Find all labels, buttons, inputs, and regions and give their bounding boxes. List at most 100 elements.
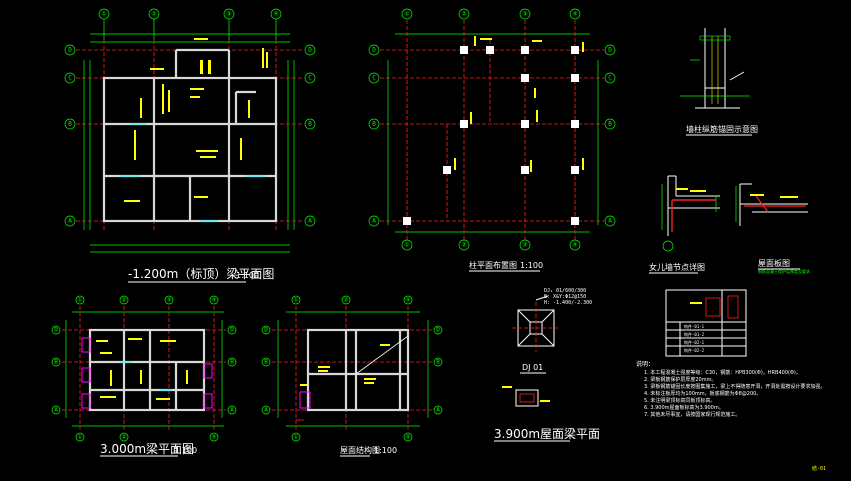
plan4-title: 屋面结构图 bbox=[340, 445, 380, 455]
axis-label: D bbox=[54, 327, 58, 334]
axis-label: ① bbox=[404, 11, 409, 18]
notes-heading: 说明： bbox=[636, 360, 654, 368]
plan2-columns bbox=[403, 46, 579, 225]
axis-label: ④ bbox=[211, 297, 216, 304]
axis-label: B bbox=[608, 121, 612, 128]
axis-label: A bbox=[436, 407, 440, 414]
note-line: 1. 本工程混凝土强度等级：C30，钢筋：HPB300(Φ)，HRB400(Φ)… bbox=[644, 369, 801, 376]
axis-label: ① bbox=[404, 242, 409, 249]
plan-3-beam-layout: ① ② ③ ④ ① ② ④ D B A D B A bbox=[51, 295, 237, 457]
footing-label: DJ 01 bbox=[522, 363, 543, 372]
rebar-table: 构件-01-1 构件-01-2 构件-02-1 构件-02-2 bbox=[665, 289, 747, 357]
axis-label: D bbox=[372, 47, 376, 54]
plan3-title: 3.000m梁平面图 bbox=[100, 441, 194, 456]
plan2-scale: 1:100 bbox=[520, 261, 543, 270]
note-line: 2. 梁板钢筋保护层厚度20mm。 bbox=[644, 376, 716, 383]
detail-1-column-anchorage: 墙柱纵筋锚固示意图 bbox=[680, 28, 758, 136]
footing-spec-1: DJ₁ 01/600/300 bbox=[544, 288, 586, 294]
axis-label: B bbox=[68, 121, 72, 128]
detail2-title: 女儿墙节点详图 bbox=[649, 262, 705, 272]
axis-label: ① bbox=[77, 434, 82, 441]
detail-2-parapet: 女儿墙节点详图 bbox=[649, 175, 720, 274]
axis-label: A bbox=[68, 218, 72, 225]
axis-label: ① bbox=[293, 434, 298, 441]
axis-label: ② bbox=[461, 242, 466, 249]
axis-label: ④ bbox=[405, 434, 410, 441]
axis-label: B bbox=[372, 121, 376, 128]
table-row: 构件-01-2 bbox=[684, 331, 705, 337]
axis-label: ④ bbox=[273, 11, 278, 18]
axis-label: ③ bbox=[166, 297, 171, 304]
detail3-title: 屋面板图 bbox=[758, 258, 790, 268]
footing-spec-3: H: -1.400/-2.300 bbox=[544, 300, 592, 306]
axis-label: C bbox=[608, 75, 612, 82]
detail-3-roof-slab: 屋面板图 钢筋混凝土保护层厚度及要求 bbox=[735, 183, 810, 274]
plan-1-beam-layout: ① ② ③ ④ D C B A D C B A bbox=[64, 8, 316, 283]
plan4-annotations bbox=[300, 344, 390, 386]
table-row: 构件-02-1 bbox=[684, 339, 705, 345]
footing-spec-2: B: X&Y:Φ12@150 bbox=[544, 294, 586, 300]
axis-label: D bbox=[68, 47, 72, 54]
axis-label: A bbox=[54, 407, 58, 414]
axis-label: ② bbox=[461, 11, 466, 18]
plan1-scale: 1:100 bbox=[236, 271, 259, 280]
axis-label: ② bbox=[121, 434, 126, 441]
page-number: 结-01 bbox=[812, 465, 826, 472]
axis-label: ① bbox=[77, 297, 82, 304]
plan-2-column-layout: ① ② ③ ④ ① ② ③ ④ D C B A D C B A bbox=[368, 8, 616, 272]
axis-label: B bbox=[54, 359, 58, 366]
axis-label: B bbox=[436, 359, 440, 366]
axis-label: ④ bbox=[572, 11, 577, 18]
general-notes: 说明： 1. 本工程混凝土强度等级：C30，钢筋：HPB300(Φ)，HRB40… bbox=[636, 360, 825, 418]
detail3-note: 钢筋混凝土保护层厚度及要求 bbox=[758, 268, 810, 274]
axis-label: C bbox=[308, 75, 312, 82]
plan3-annotations bbox=[96, 338, 188, 400]
plan1-annotations bbox=[124, 38, 268, 202]
plan1-title: -1.200m（标顶）梁平面图 bbox=[128, 266, 274, 281]
axis-label: A bbox=[264, 407, 268, 414]
footing-dj01-detail: DJ₁ 01/600/300 B: X&Y:Φ12@150 H: -1.400/… bbox=[512, 288, 592, 374]
axis-label: A bbox=[372, 218, 376, 225]
table-row: 构件-01-1 bbox=[684, 323, 705, 329]
note-line: 5. 未注明梁顶标高同板顶标高。 bbox=[644, 397, 715, 404]
plan3-scale: 1:100 bbox=[174, 446, 197, 455]
note-line: 3. 梁板钢筋锚固长度按图集施工，梁上不得随意开洞，开洞处需按设计要求加强。 bbox=[644, 383, 825, 390]
plan1-top-axes: ① ② ③ ④ bbox=[98, 8, 282, 40]
axis-label: ③ bbox=[522, 242, 527, 249]
detail1-title: 墙柱纵筋锚固示意图 bbox=[686, 124, 758, 134]
axis-label: D bbox=[308, 47, 312, 54]
note-line: 6. 3.900m屋面板标高为3.900m。 bbox=[644, 404, 724, 411]
axis-label: ④ bbox=[405, 297, 410, 304]
plan2-title: 柱平面布置图 bbox=[469, 260, 517, 270]
axis-label: ④ bbox=[211, 434, 216, 441]
axis-label: ③ bbox=[226, 11, 231, 18]
axis-label: ④ bbox=[572, 242, 577, 249]
axis-label: ② bbox=[121, 297, 126, 304]
axis-label: C bbox=[372, 75, 376, 82]
axis-label: A bbox=[308, 218, 312, 225]
plan4-scale: 1:100 bbox=[374, 446, 397, 455]
axis-label: B bbox=[264, 359, 268, 366]
note-line: 4. 未标注板厚均为100mm，板底钢筋为Φ8@200。 bbox=[644, 390, 761, 397]
plan2-annotations bbox=[454, 36, 584, 172]
axis-label: ① bbox=[293, 297, 298, 304]
table-row: 构件-02-2 bbox=[684, 347, 705, 353]
axis-label: ③ bbox=[522, 11, 527, 18]
axis-label: ② bbox=[343, 297, 348, 304]
axis-label: D bbox=[608, 47, 612, 54]
axis-label: B bbox=[308, 121, 312, 128]
axis-label: D bbox=[230, 327, 234, 334]
axis-label: B bbox=[230, 359, 234, 366]
section-3900-beam: 3.900m屋面梁平面 bbox=[494, 386, 600, 442]
note-line: 7. 其他未尽事宜，请按国家现行规范施工。 bbox=[644, 411, 740, 418]
axis-label: A bbox=[230, 407, 234, 414]
axis-label: C bbox=[68, 75, 72, 82]
plan5-title: 3.900m屋面梁平面 bbox=[494, 426, 600, 441]
plan-4-roof-layout: ① ② ④ ① ④ D B A D B A bbox=[261, 295, 443, 457]
axis-label: D bbox=[436, 327, 440, 334]
axis-label: D bbox=[264, 327, 268, 334]
axis-label: A bbox=[608, 218, 612, 225]
axis-label: ① bbox=[101, 11, 106, 18]
axis-label: ② bbox=[151, 11, 156, 18]
